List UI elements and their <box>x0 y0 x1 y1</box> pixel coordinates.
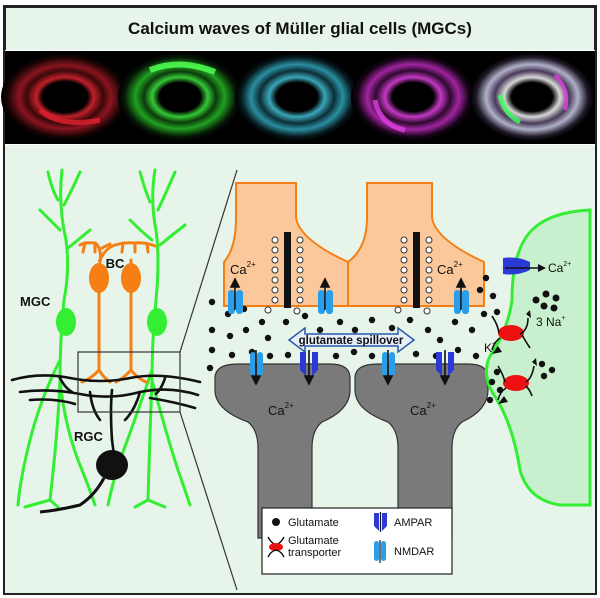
postsynaptic-dendrite-left <box>214 363 351 539</box>
legend-nmdar-label: NMDAR <box>394 546 434 558</box>
ribbon-left <box>284 232 291 308</box>
bc-label: BC <box>106 256 125 271</box>
na-label: 3 Na+ <box>536 315 565 329</box>
rgc-soma <box>96 450 128 480</box>
ca-label-pre-left: Ca2+ <box>230 260 256 277</box>
legend-glutamate-label: Glutamate <box>288 517 339 529</box>
legend-ampar-icon <box>374 512 387 532</box>
calcium-imaging-strip <box>1 51 595 144</box>
figure-title: Calcium waves of Müller glial cells (MGC… <box>4 6 596 50</box>
bipolar-cell-left <box>78 241 112 384</box>
glial-ampar <box>503 257 546 275</box>
ribbon-right <box>413 232 420 308</box>
muller-glial-soma-right <box>147 308 167 336</box>
ca-label-pre-right: Ca2+ <box>437 260 463 277</box>
image-panel-magenta <box>351 53 475 141</box>
glial-process <box>485 208 592 507</box>
nmdar-presynaptic <box>228 290 469 314</box>
vesicles-right <box>394 236 433 315</box>
legend-glutamate-dot <box>272 518 280 526</box>
bipolar-soma-left <box>89 263 109 293</box>
sodium-dots-bottom <box>538 360 556 380</box>
legend-transporter-label-1: Glutamate <box>288 535 339 547</box>
glutamate-transporter-bottom <box>497 358 537 404</box>
figure-border <box>3 5 597 595</box>
glutamate-dots <box>206 264 510 404</box>
k-label: K+ <box>484 341 496 355</box>
muller-glial-soma-left <box>56 308 76 336</box>
glutamate-spillover-arrow: glutamate spillover <box>287 326 416 354</box>
zoom-line-bottom <box>179 411 238 591</box>
ca-label-glia: Ca2+ <box>548 261 571 275</box>
ca-label-post-right: Ca2+ <box>410 401 436 418</box>
image-panel-green <box>118 53 242 141</box>
synapse-detail: Ca2+ Ca2+ Ca2+ Ca2+ <box>206 182 592 539</box>
legend: Glutamate Glutamate transporter AMPAR <box>261 507 453 575</box>
rgc-label: RGC <box>74 429 104 444</box>
legend-nmdar-icon <box>374 540 386 563</box>
legend-box <box>261 507 453 575</box>
retina-schematic: BC MGC RGC <box>10 168 238 591</box>
mgc-label: MGC <box>20 294 51 309</box>
image-panel-merge <box>470 53 594 141</box>
bipolar-dendrite-link <box>97 243 116 263</box>
zoom-line-top <box>179 169 238 353</box>
image-panel-cyan <box>235 53 359 141</box>
legend-transporter-icon <box>267 536 285 558</box>
ca-label-post-left: Ca2+ <box>268 401 294 418</box>
glutamate-transporter-top <box>491 310 531 354</box>
vesicles-left <box>264 236 304 315</box>
zoom-box <box>77 351 181 413</box>
presynaptic-arrows <box>229 277 467 310</box>
postsynaptic-arrows <box>250 350 451 386</box>
legend-transporter-label-2: transporter <box>288 547 342 559</box>
sodium-dots <box>532 290 560 312</box>
postsynaptic-receptors <box>250 352 454 376</box>
spillover-label: glutamate spillover <box>299 335 404 347</box>
postsynaptic-dendrite-right <box>354 363 489 539</box>
rgc-axon <box>39 477 106 514</box>
legend-ampar-label: AMPAR <box>394 517 432 529</box>
bipolar-soma-right <box>121 263 141 293</box>
image-panel-red <box>1 53 129 141</box>
